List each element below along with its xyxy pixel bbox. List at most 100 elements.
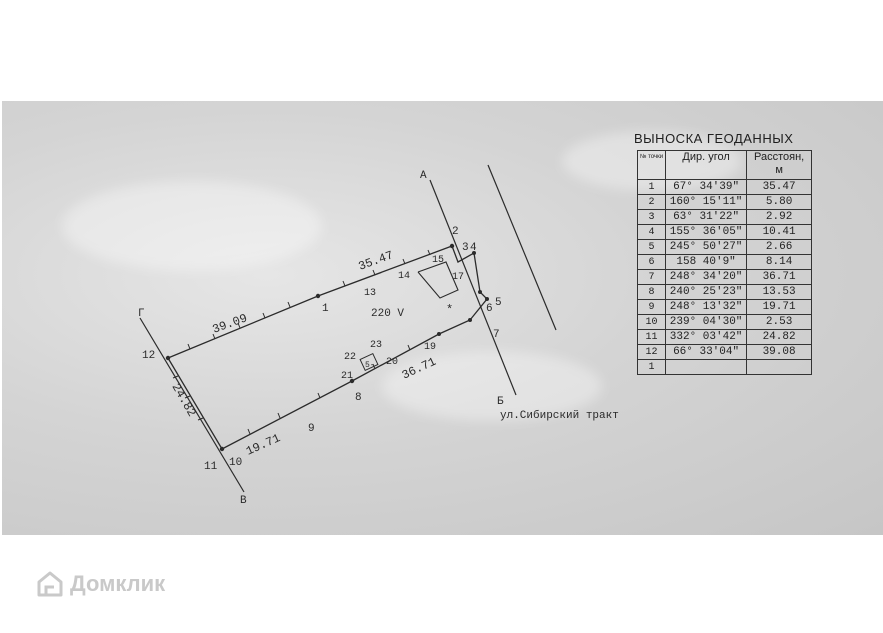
table-cell-dist xyxy=(746,359,813,375)
dimension-label: 19.71 xyxy=(244,431,283,458)
table-cell-dist: 10.41 xyxy=(746,224,813,240)
table-cell-n: 7 xyxy=(636,269,667,285)
fence-ticks xyxy=(172,249,431,435)
corner-label-a: А xyxy=(420,170,427,182)
table-cell-n: 3 xyxy=(636,209,667,225)
table-cell-dist: 8.14 xyxy=(746,254,813,270)
table-cell-n: 9 xyxy=(636,299,667,315)
point-label: 8 xyxy=(355,392,362,404)
table-header-row: № точки Дир. угол Расстоян, м xyxy=(636,150,813,180)
structure-mark: 5- xyxy=(365,361,375,370)
table-cell-n: 5 xyxy=(636,239,667,255)
table-cell-dist: 2.53 xyxy=(746,314,813,330)
geodata-title: ВЫНОСКА ГЕОДАННЫХ xyxy=(634,131,794,146)
paper-crease xyxy=(62,181,322,271)
point-label: 2 xyxy=(452,226,459,238)
table-cell-angle: 155° 36'05" xyxy=(665,224,748,240)
paper-crease xyxy=(382,351,602,421)
table-cell-angle: 248° 34'20" xyxy=(665,269,748,285)
table-cell-angle: 245° 50'27" xyxy=(665,239,748,255)
table-cell-dist: 5.80 xyxy=(746,194,813,210)
point-label: 15 xyxy=(432,255,444,266)
street-label: ул.Сибирский тракт xyxy=(500,409,619,422)
point-label: 6 xyxy=(486,303,493,315)
point-label: 19 xyxy=(424,342,436,353)
table-cell-dist: 24.82 xyxy=(746,329,813,345)
table-cell-n: 1 xyxy=(636,359,667,375)
point-label: 3 xyxy=(462,242,469,254)
header-angle: Дир. угол xyxy=(665,150,748,180)
table-cell-dist: 36.71 xyxy=(746,269,813,285)
small-structure xyxy=(359,352,379,372)
table-cell-angle: 67° 34'39" xyxy=(665,179,748,195)
table-cell-n: 6 xyxy=(636,254,667,270)
table-cell-dist: 19.71 xyxy=(746,299,813,315)
survey-points xyxy=(165,243,489,452)
domclick-watermark: Домклик xyxy=(36,570,165,598)
table-cell-dist: 39.08 xyxy=(746,344,813,360)
lot-boundary xyxy=(167,245,488,450)
point-label: 21 xyxy=(341,371,353,382)
table-cell-angle xyxy=(665,359,748,375)
corner-label-b: Б xyxy=(497,396,504,408)
table-cell-angle: 66° 33'04" xyxy=(665,344,748,360)
table-cell-n: 10 xyxy=(636,314,667,330)
table-cell-n: 12 xyxy=(636,344,667,360)
point-label: 1 xyxy=(322,303,329,315)
table-cell-angle: 332° 03'42" xyxy=(665,329,748,345)
boundary-line-g-b xyxy=(139,317,245,493)
point-label: 12 xyxy=(142,350,155,362)
road-line-a xyxy=(429,179,517,396)
table-cell-angle: 160° 15'11" xyxy=(665,194,748,210)
table-cell-n: 4 xyxy=(636,224,667,240)
watermark-text: Домклик xyxy=(70,571,166,596)
point-label: 4 xyxy=(470,242,477,254)
road-line-b xyxy=(487,164,557,331)
table-cell-n: 11 xyxy=(636,329,667,345)
table-cell-angle: 240° 25'23" xyxy=(665,284,748,300)
table-cell-n: 2 xyxy=(636,194,667,210)
table-row: 1 xyxy=(636,359,813,375)
point-label: 7 xyxy=(493,329,500,341)
star-mark: * xyxy=(446,303,453,317)
table-cell-angle: 63° 31'22" xyxy=(665,209,748,225)
table-cell-dist: 13.53 xyxy=(746,284,813,300)
building-outline xyxy=(417,261,459,299)
header-num: № точки xyxy=(636,150,667,180)
table-cell-angle: 248° 13'32" xyxy=(665,299,748,315)
table-cell-n: 8 xyxy=(636,284,667,300)
dimension-label: 36.71 xyxy=(400,355,439,383)
point-label: 20 xyxy=(386,357,398,368)
table-cell-dist: 35.47 xyxy=(746,179,813,195)
point-label: 5 xyxy=(495,297,502,309)
point-label: 17 xyxy=(452,272,464,283)
point-label: 23 xyxy=(370,340,382,351)
corner-label-g: Г xyxy=(138,308,145,320)
table-cell-angle: 239° 04'30" xyxy=(665,314,748,330)
table-cell-angle: 158 40'9" xyxy=(665,254,748,270)
header-distance: Расстоян, м xyxy=(746,150,813,180)
point-label: 13 xyxy=(364,288,376,299)
table-cell-n: 1 xyxy=(636,179,667,195)
corner-label-v: В xyxy=(240,495,247,507)
dimension-label: 24.82 xyxy=(169,381,199,419)
point-label: 14 xyxy=(398,271,410,282)
point-label: 9 xyxy=(308,423,315,435)
domclick-house-icon xyxy=(37,571,63,597)
point-label: 10 xyxy=(229,457,242,469)
power-label: 220 V xyxy=(371,308,404,320)
